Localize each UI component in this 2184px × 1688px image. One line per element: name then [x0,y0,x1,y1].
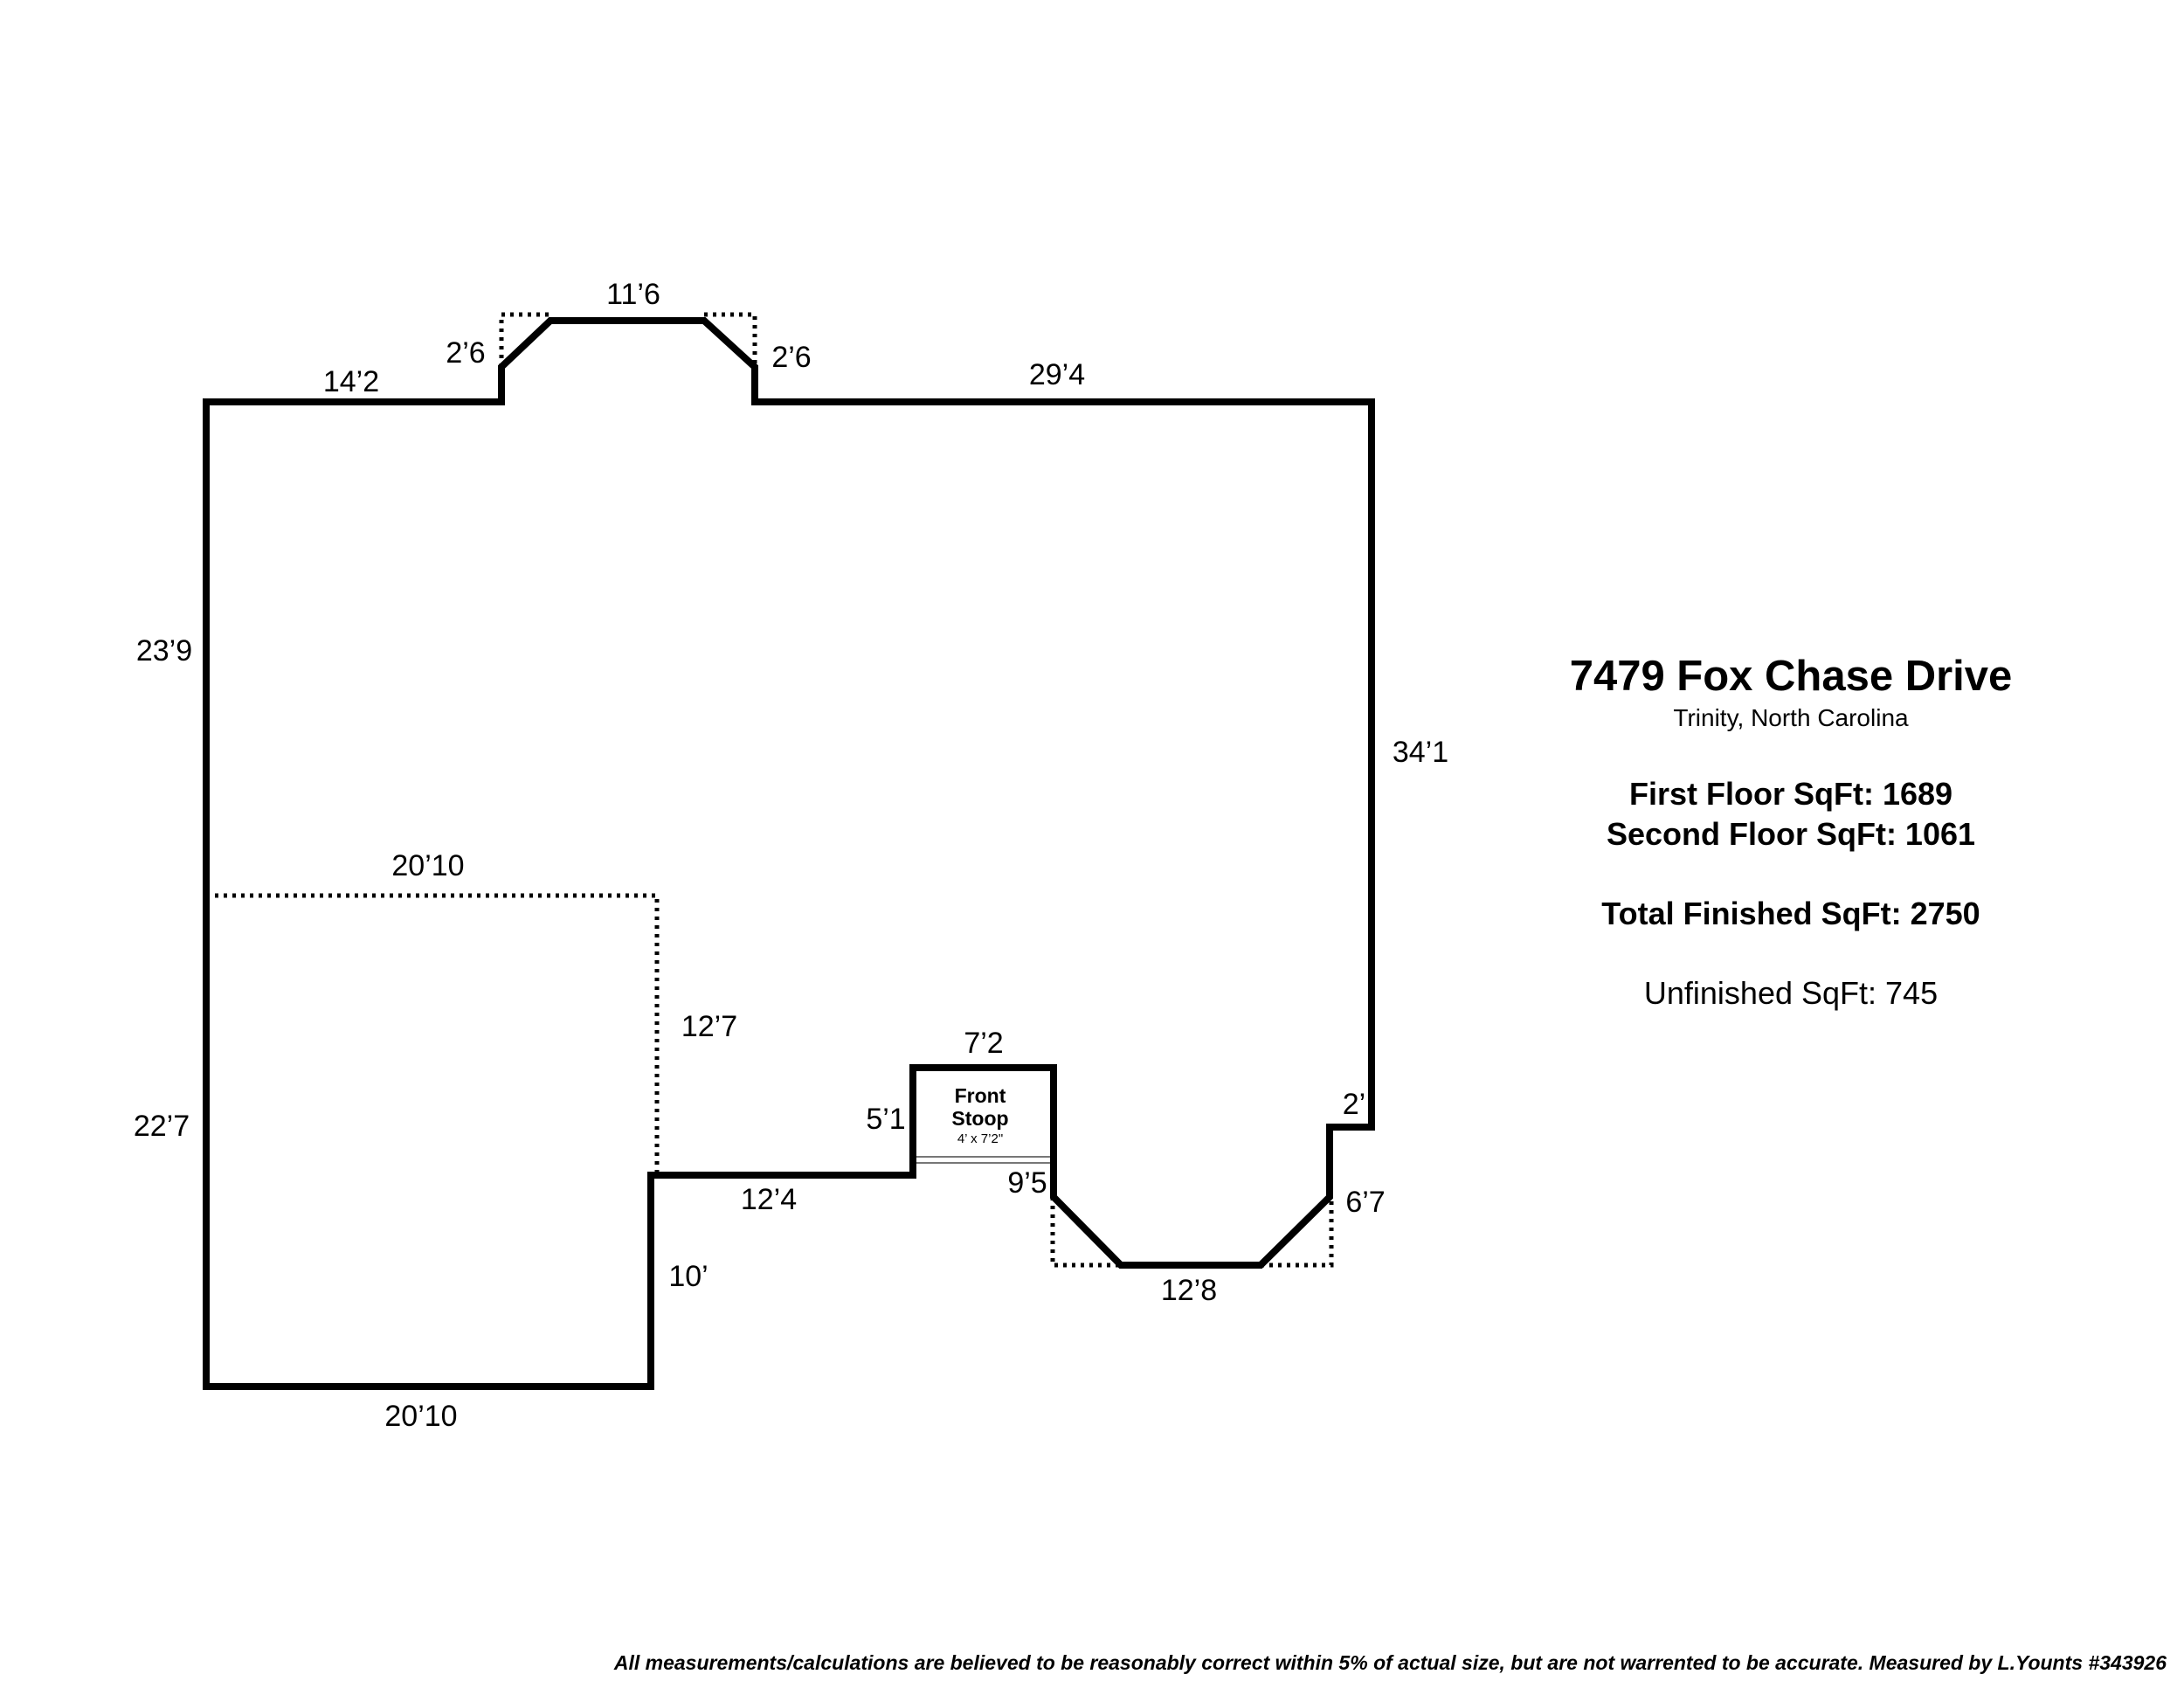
dim-garage-right: 12’7 [681,1010,737,1043]
dim-left-upper: 23’9 [136,634,192,668]
dim-top-right: 29’4 [1029,358,1085,391]
dim-right: 34’1 [1393,736,1448,769]
dim-stoop-top: 7’2 [964,1027,1003,1060]
bay-top-left-dotted [499,312,550,367]
stoop-size-label: 4’ x 7’2" [957,1131,1003,1146]
garage-dotted-outline [206,893,660,1175]
stoop-threshold [913,1156,1054,1164]
exterior-wall-outline [203,317,1375,1390]
property-address: 7479 Fox Chase Drive [1569,653,2013,700]
dim-left-lower: 22’7 [134,1110,190,1143]
stoop-label-line2: Stoop [951,1107,1008,1130]
total-finished-sqft: Total Finished SqFt: 2750 [1601,896,1980,931]
dim-bottom: 20’10 [384,1400,457,1433]
dim-bay-bottom-left-diagonal: 9’5 [1007,1166,1047,1200]
dim-jog-right: 2’ [1343,1088,1365,1121]
dim-bay-top-left-diagonal: 2’6 [446,336,485,370]
property-city: Trinity, North Carolina [1673,704,1909,731]
measurement-disclaimer: All measurements/calculations are believ… [613,1651,2167,1674]
dim-garage-top: 20’10 [391,849,464,882]
dim-bay-bottom-right-diagonal: 6’7 [1345,1186,1385,1219]
unfinished-sqft: Unfinished SqFt: 745 [1643,975,1939,1011]
dim-bay-top-right-diagonal: 2’6 [771,341,811,374]
dim-top-left: 14’2 [323,365,379,398]
dim-stoop-left: 5’1 [866,1103,905,1136]
bay-bottom-right-dotted [1261,1197,1334,1268]
dim-bay-top: 11’6 [606,278,660,311]
bay-bottom-left-dotted [1050,1197,1121,1268]
dim-bay-bottom: 12’8 [1161,1274,1217,1307]
stoop-label-line1: Front [955,1084,1006,1107]
dim-front-wall: 12’4 [741,1183,797,1216]
second-floor-sqft: Second Floor SqFt: 1061 [1606,816,1976,852]
first-floor-sqft: First Floor SqFt: 1689 [1628,776,1953,812]
dim-notch-right: 10’ [668,1260,708,1293]
